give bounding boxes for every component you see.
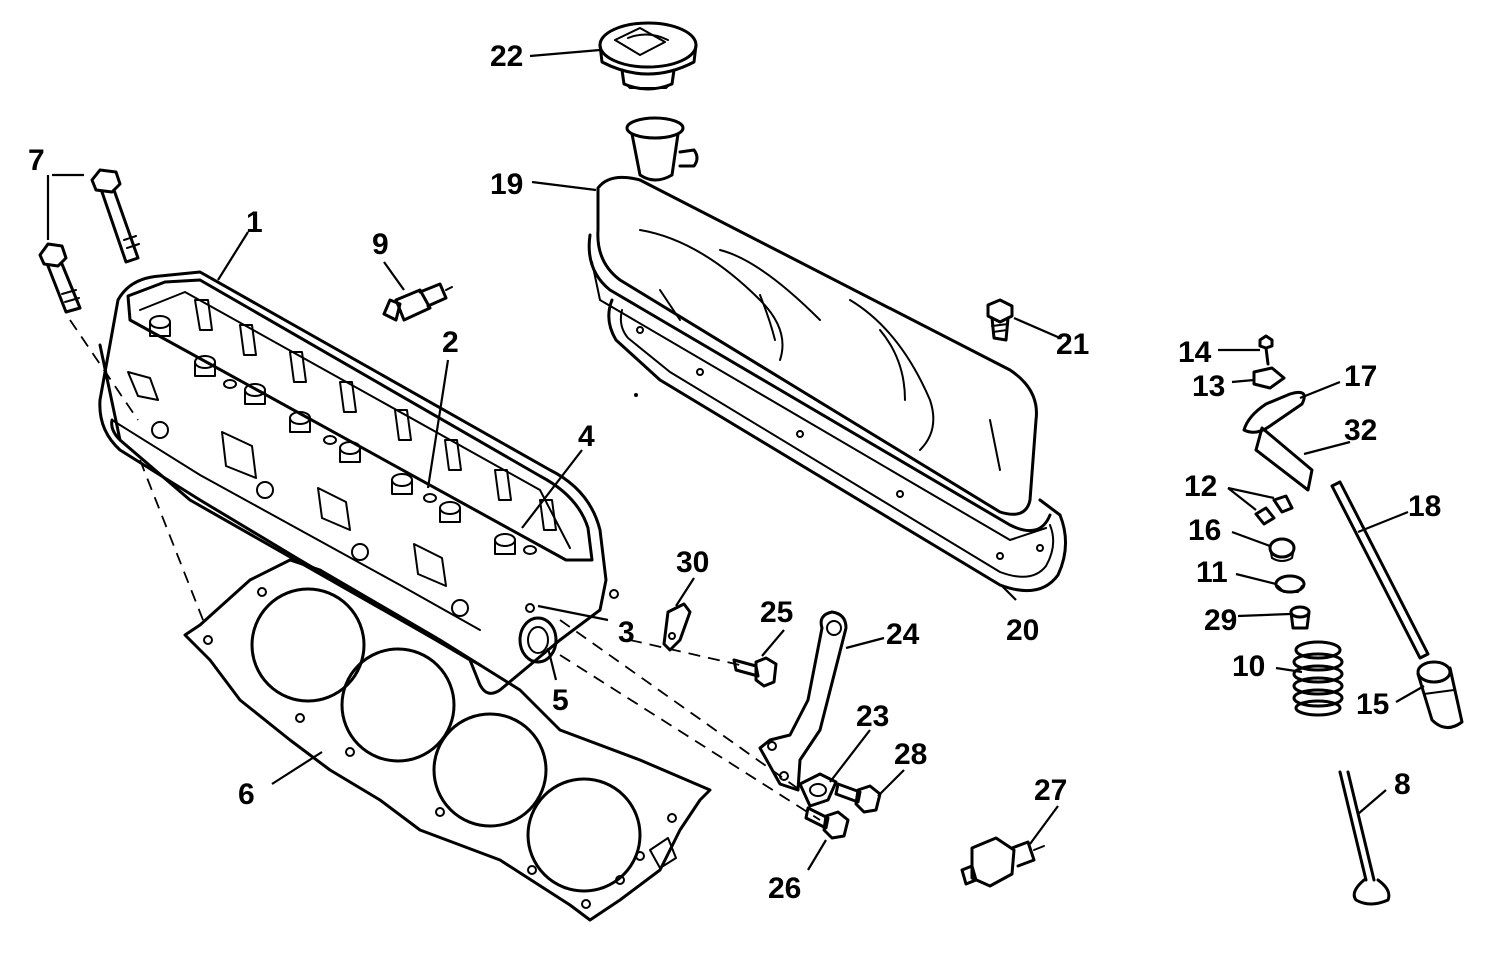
valve-cap	[1268, 537, 1296, 562]
callout-4: 4	[578, 420, 595, 453]
callout-13: 13	[1192, 370, 1225, 403]
spark-plug	[382, 282, 453, 322]
valve-spring	[1292, 640, 1344, 717]
callout-26: 26	[768, 872, 801, 905]
callout-32: 32	[1344, 414, 1377, 447]
lifting-bracket	[758, 610, 848, 792]
temperature-sender	[960, 836, 1045, 888]
valve-keepers	[1254, 494, 1294, 526]
callout-labels: 1 2 3 4 5 6 7 8 9 10 11 12 13 14 15 16 1…	[28, 40, 1441, 905]
callout-21: 21	[1056, 328, 1089, 361]
callout-22: 22	[490, 40, 523, 73]
callout-9: 9	[372, 228, 389, 261]
clamp-bolt-28	[834, 782, 882, 814]
callout-17: 17	[1344, 360, 1377, 393]
bracket-clip	[662, 602, 692, 652]
callout-20: 20	[1006, 614, 1039, 647]
pushrod	[1330, 480, 1430, 660]
oil-filler-cap	[598, 21, 698, 91]
callout-23: 23	[856, 700, 889, 733]
valve-seal	[1289, 605, 1311, 630]
callout-7: 7	[28, 144, 45, 177]
callout-5: 5	[552, 684, 569, 717]
callout-28: 28	[894, 738, 927, 771]
valve-cover-gasket	[607, 298, 1067, 593]
bracket-bolt	[732, 656, 778, 688]
valve-cover	[587, 116, 1052, 541]
callout-24: 24	[886, 618, 920, 651]
hose-clamp	[798, 772, 838, 808]
callout-8: 8	[1394, 768, 1411, 801]
callout-1: 1	[246, 206, 263, 239]
callout-2: 2	[442, 326, 459, 359]
callout-29: 29	[1204, 604, 1237, 637]
leader-lines	[46, 48, 1425, 871]
callout-3: 3	[618, 616, 635, 649]
assembly-lines	[69, 319, 821, 821]
hydraulic-lifter	[1416, 660, 1464, 729]
callout-30: 30	[676, 546, 709, 579]
callout-18: 18	[1408, 490, 1441, 523]
callout-14: 14	[1178, 336, 1212, 369]
rocker-pivot	[1252, 366, 1286, 390]
cylinder-head	[98, 270, 619, 695]
callout-15: 15	[1356, 688, 1389, 721]
rocker-bolt	[1258, 334, 1274, 366]
callout-11: 11	[1196, 556, 1228, 589]
callout-16: 16	[1188, 514, 1221, 547]
callout-6: 6	[238, 778, 255, 811]
spring-retainer	[1274, 574, 1306, 594]
head-bolts	[38, 168, 140, 314]
rocker-arm	[1242, 390, 1306, 434]
callout-25: 25	[760, 596, 793, 629]
clamp-bolt-26	[804, 806, 850, 840]
callout-12: 12	[1184, 470, 1217, 503]
callout-10: 10	[1232, 650, 1265, 683]
callout-19: 19	[490, 168, 523, 201]
callout-27: 27	[1034, 774, 1067, 807]
cover-bolt	[986, 298, 1014, 342]
core-plug	[518, 616, 558, 664]
guide-plate	[1254, 426, 1314, 492]
head-gasket	[183, 558, 712, 922]
valve	[1338, 770, 1391, 906]
